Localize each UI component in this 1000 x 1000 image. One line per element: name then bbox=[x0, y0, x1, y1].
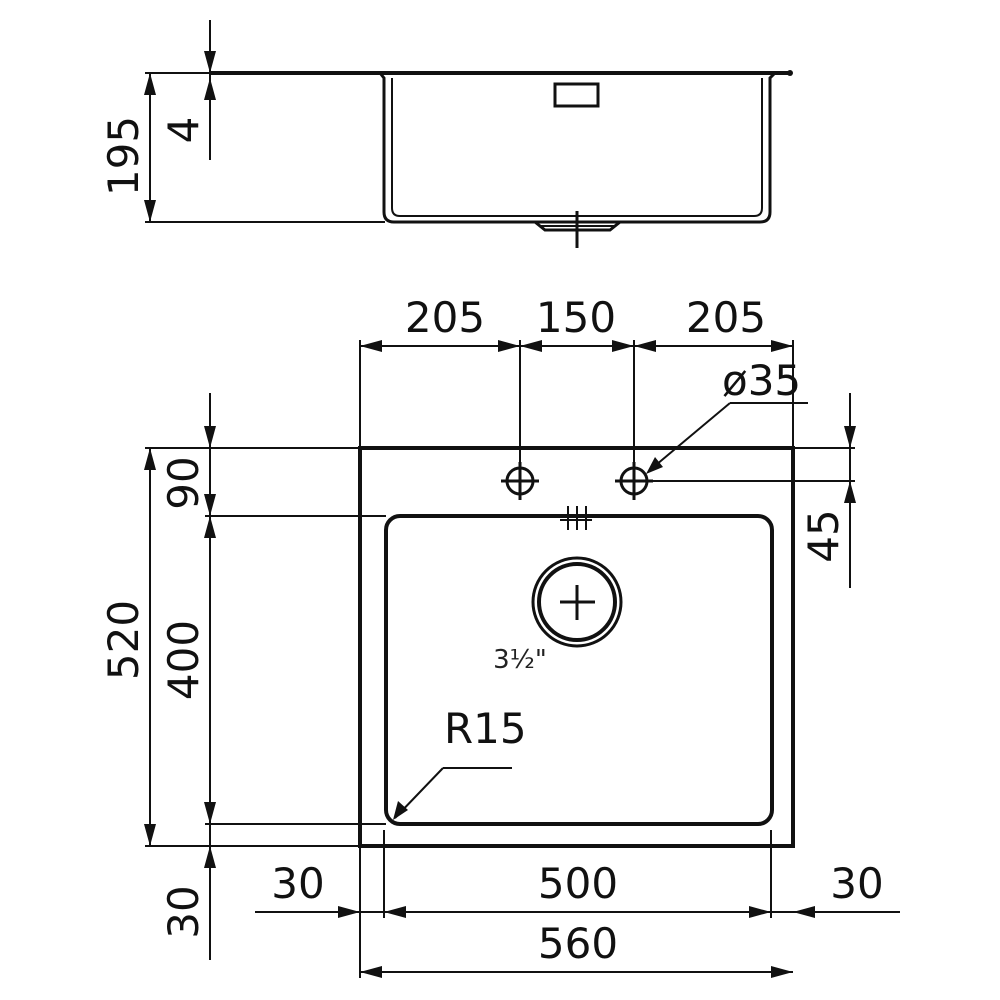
bowl-height-label: 400 bbox=[159, 620, 208, 700]
side-height-label: 195 bbox=[99, 116, 148, 196]
tap-offset-label: 45 bbox=[799, 509, 848, 562]
overflow-marker bbox=[560, 506, 592, 530]
tap-spacing-right-label: 205 bbox=[686, 293, 766, 342]
left-margin-label: 30 bbox=[271, 859, 324, 908]
bowl-outline bbox=[384, 514, 774, 826]
total-height-label: 520 bbox=[99, 600, 148, 680]
back-deck-label: 90 bbox=[159, 456, 208, 509]
right-margin-label: 30 bbox=[830, 859, 883, 908]
bowl-width-label: 500 bbox=[538, 859, 618, 908]
top-view: 3½" R15 205 150 205 ø35 520 bbox=[99, 293, 900, 978]
tap-hole-diameter-label: ø35 bbox=[722, 356, 801, 405]
corner-radius-label: R15 bbox=[444, 704, 527, 753]
overall-width-label: 560 bbox=[538, 919, 618, 968]
tap-spacing-left-label: 205 bbox=[405, 293, 485, 342]
front-margin-label: 30 bbox=[159, 885, 208, 938]
drain bbox=[531, 556, 623, 648]
drain-size-label: 3½" bbox=[493, 645, 547, 675]
side-view: 195 4 bbox=[99, 20, 793, 248]
rim-thickness-label: 4 bbox=[159, 117, 208, 144]
tap-spacing-mid-label: 150 bbox=[536, 293, 616, 342]
